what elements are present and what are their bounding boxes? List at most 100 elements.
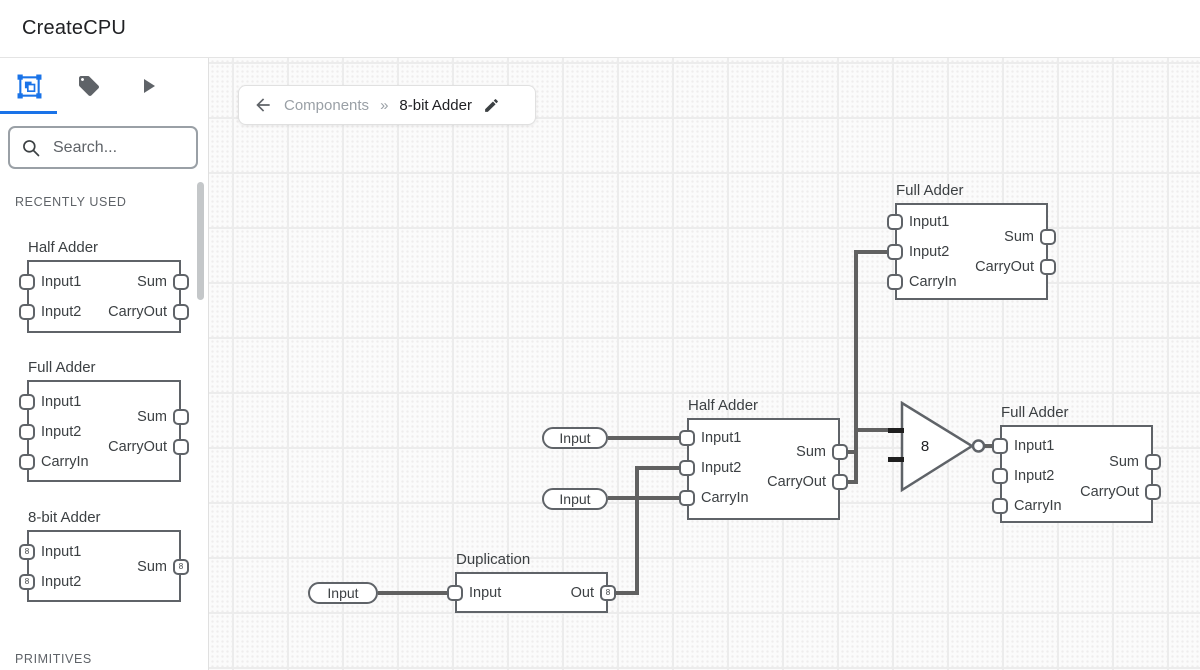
port-label: Input1 xyxy=(41,394,82,410)
port-carryout[interactable] xyxy=(173,439,189,455)
port-label: Sum xyxy=(1109,454,1139,470)
port-carryin[interactable] xyxy=(992,498,1008,514)
port-label: Input xyxy=(469,585,502,601)
port-carryout[interactable] xyxy=(1145,484,1161,500)
port-input2[interactable]: 8 xyxy=(19,574,35,590)
search-icon xyxy=(23,139,40,156)
wire[interactable] xyxy=(854,428,890,432)
port-input1[interactable] xyxy=(887,214,903,230)
gate-input-stub[interactable] xyxy=(888,428,904,433)
port-label: Sum xyxy=(796,444,826,460)
port-input2[interactable] xyxy=(679,460,695,476)
port-sum[interactable] xyxy=(832,444,848,460)
port-input1[interactable] xyxy=(19,394,35,410)
node-full-adder-right[interactable]: Full Adder Input1 Input2 CarryIn Sum Car… xyxy=(992,404,1161,523)
port-sum[interactable] xyxy=(173,274,189,290)
port-label: Input2 xyxy=(41,304,82,320)
port-carryout[interactable] xyxy=(1040,259,1056,275)
input-node-label: Input xyxy=(327,585,359,601)
not-gate[interactable] xyxy=(899,401,999,493)
port-carryout[interactable] xyxy=(832,474,848,490)
tab-run[interactable] xyxy=(118,58,177,114)
port-label: Input2 xyxy=(701,460,742,476)
wire[interactable] xyxy=(848,480,858,484)
port-input2[interactable] xyxy=(19,304,35,320)
port-sum[interactable]: 8 xyxy=(173,559,189,575)
port-carryin[interactable] xyxy=(887,274,903,290)
port-carryin[interactable] xyxy=(679,490,695,506)
port-label: CarryOut xyxy=(1080,484,1139,500)
port-label: CarryOut xyxy=(108,439,167,455)
gate-width-label: 8 xyxy=(920,438,930,455)
gate-input-stub[interactable] xyxy=(888,457,904,462)
wire[interactable] xyxy=(635,466,679,470)
sidebar-scrollbar[interactable] xyxy=(197,182,204,300)
port-label: CarryIn xyxy=(41,454,89,470)
library-component-half-adder[interactable]: Half Adder Input1 Input2 Sum CarryOut xyxy=(19,239,189,333)
tag-icon xyxy=(78,76,99,96)
play-icon xyxy=(143,79,155,93)
breadcrumb-parent[interactable]: Components xyxy=(284,96,370,114)
port-input1[interactable] xyxy=(679,430,695,446)
component-body[interactable] xyxy=(1000,425,1153,523)
section-primitives: PRIMITIVES xyxy=(15,652,92,666)
wire[interactable] xyxy=(635,466,639,595)
section-recently-used: RECENTLY USED xyxy=(15,195,127,209)
search-box[interactable] xyxy=(8,126,198,169)
port-input2[interactable] xyxy=(887,244,903,260)
port-width-badge: 8 xyxy=(24,577,30,586)
component-select-icon xyxy=(17,74,42,98)
port-input[interactable] xyxy=(447,585,463,601)
port-label: Input1 xyxy=(909,214,950,230)
port-sum[interactable] xyxy=(1040,229,1056,245)
library-component-full-adder[interactable]: Full Adder Input1 Input2 CarryIn Sum Car… xyxy=(19,359,189,482)
wire[interactable] xyxy=(378,591,447,595)
wire[interactable] xyxy=(983,444,993,448)
port-label: Sum xyxy=(137,409,167,425)
app-header: CreateCPU xyxy=(0,0,1200,58)
component-title: Full Adder xyxy=(1001,404,1069,421)
editor-canvas[interactable]: Components » 8-bit Adder xyxy=(209,58,1200,670)
node-half-adder[interactable]: Half Adder Input1 Input2 CarryIn Sum Car… xyxy=(679,397,848,520)
wire[interactable] xyxy=(848,450,858,454)
port-sum[interactable] xyxy=(173,409,189,425)
component-body[interactable] xyxy=(27,530,181,602)
wire[interactable] xyxy=(616,591,639,595)
component-body[interactable] xyxy=(27,260,181,333)
wire[interactable] xyxy=(608,436,679,440)
arrow-left-icon[interactable] xyxy=(253,95,273,115)
port-sum[interactable] xyxy=(1145,454,1161,470)
wire[interactable] xyxy=(854,250,858,484)
port-carryout[interactable] xyxy=(173,304,189,320)
port-input1[interactable] xyxy=(19,274,35,290)
search-input[interactable] xyxy=(51,137,181,158)
input-node[interactable]: Input xyxy=(542,488,608,510)
library-component-8bit-adder[interactable]: 8-bit Adder 8 8 8 Input1 Input2 Sum xyxy=(19,509,189,602)
node-full-adder-top[interactable]: Full Adder Input1 Input2 CarryIn Sum Car… xyxy=(887,182,1056,300)
wire[interactable] xyxy=(608,496,679,500)
active-tab-indicator xyxy=(0,111,57,114)
input-node[interactable]: Input xyxy=(308,582,378,604)
input-node[interactable]: Input xyxy=(542,427,608,449)
node-duplication[interactable]: Duplication 8 Input Out xyxy=(447,551,616,613)
component-body[interactable] xyxy=(27,380,181,482)
port-input1[interactable]: 8 xyxy=(19,544,35,560)
port-label: CarryIn xyxy=(1014,498,1062,514)
component-title: Half Adder xyxy=(28,239,99,256)
wire[interactable] xyxy=(854,250,887,254)
port-label: CarryOut xyxy=(767,474,826,490)
tab-components[interactable] xyxy=(0,58,59,114)
component-body[interactable] xyxy=(895,203,1048,300)
port-out[interactable]: 8 xyxy=(600,585,616,601)
component-title: 8-bit Adder xyxy=(28,509,101,526)
port-label: Input1 xyxy=(41,274,82,290)
tab-tags[interactable] xyxy=(59,58,118,114)
component-body[interactable] xyxy=(687,418,840,520)
port-label: CarryIn xyxy=(701,490,749,506)
port-carryin[interactable] xyxy=(19,454,35,470)
component-title: Duplication xyxy=(456,551,531,568)
port-input2[interactable] xyxy=(992,468,1008,484)
port-input1[interactable] xyxy=(992,438,1008,454)
pencil-icon[interactable] xyxy=(483,97,500,114)
port-input2[interactable] xyxy=(19,424,35,440)
